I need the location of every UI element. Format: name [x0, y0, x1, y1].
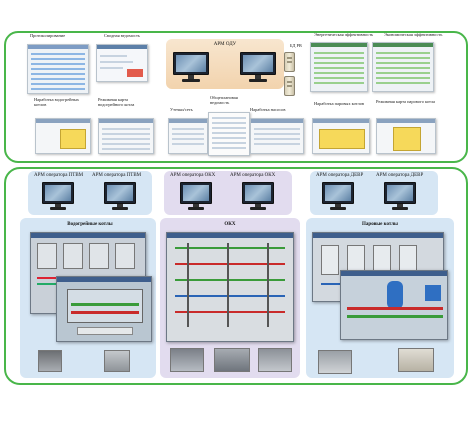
- arm-devr-label-1: АРМ оператора ДЕВР: [316, 173, 364, 178]
- arm-okx-label-1: АРМ оператора ОКХ: [170, 173, 216, 178]
- arm-okx-monitor-2[interactable]: [242, 182, 274, 210]
- thumb-label-energy: Энергетическая эффективность: [314, 32, 374, 37]
- steam-boilers-title: Паровые котлы: [362, 222, 398, 227]
- steam-photo-2: [398, 348, 434, 372]
- thumb-leaks[interactable]: [168, 118, 208, 154]
- okx-title: ОКХ: [224, 222, 236, 227]
- arm-odu-monitor-1[interactable]: [173, 52, 209, 82]
- thumb-label-hw-modemap: Режимная карта водогрейного котла: [98, 97, 135, 107]
- thumb-label-general: Общеплановая ведомость: [210, 95, 238, 105]
- arm-ptvm-monitor-2[interactable]: [104, 182, 136, 210]
- thumb-label-steam-modemap: Режимная карта парового котла: [376, 99, 435, 104]
- steam-scada-detail[interactable]: [340, 270, 448, 340]
- arm-devr-monitor-2[interactable]: [384, 182, 416, 210]
- thumb-label-hw-runtime: Наработка водогрейных котлов: [34, 97, 79, 107]
- steam-photo-1: [318, 350, 352, 374]
- arm-odu-label: АРМ ОДУ: [213, 42, 237, 47]
- thumb-summary[interactable]: [96, 44, 148, 82]
- hot-water-photo-2: [104, 350, 130, 372]
- arm-okx-monitor-1[interactable]: [180, 182, 212, 210]
- okx-photo-1: [170, 348, 204, 372]
- thumb-general[interactable]: [208, 112, 250, 156]
- thumb-label-economy: Экономическая эффективность: [384, 32, 443, 37]
- thumb-hw-runtime[interactable]: [35, 118, 91, 154]
- server-tower-2: [284, 76, 295, 96]
- server-tower-1: [284, 52, 295, 72]
- arm-devr-monitor-1[interactable]: [322, 182, 354, 210]
- thumb-energy[interactable]: [310, 42, 368, 92]
- thumb-hw-modemap[interactable]: [98, 118, 154, 154]
- thumb-economy[interactable]: [372, 42, 434, 92]
- thumb-pumps[interactable]: [250, 118, 304, 154]
- thumb-steam-runtime[interactable]: [312, 118, 370, 154]
- okx-photo-3: [258, 348, 292, 372]
- hot-water-scada-detail[interactable]: [56, 276, 152, 342]
- thumb-label-summary: Сводная ведомость: [104, 33, 140, 38]
- thumb-protocol[interactable]: [27, 44, 89, 94]
- arm-ptvm-monitor-1[interactable]: [42, 182, 74, 210]
- arm-ptvm-label-2: АРМ оператора ПТВМ: [92, 173, 142, 178]
- hot-water-boilers-title: Водогрейные котлы: [67, 222, 113, 227]
- thumb-label-protocol: Протоколирование: [30, 33, 66, 38]
- hot-water-photo-1: [38, 350, 62, 372]
- arm-devr-label-2: АРМ оператора ДЕВР: [376, 173, 424, 178]
- bottom-frame: [4, 167, 468, 385]
- thumb-label-steam-runtime: Наработка паровых котлов: [314, 101, 364, 106]
- arm-odu-monitor-2[interactable]: [240, 52, 276, 82]
- okx-photo-2: [214, 348, 250, 372]
- okx-scada-main[interactable]: [166, 232, 294, 342]
- thumb-label-pumps: Наработка насосов: [250, 107, 286, 112]
- arm-okx-label-2: АРМ оператора ОКХ: [230, 173, 276, 178]
- thumb-steam-modemap[interactable]: [376, 118, 436, 154]
- arm-ptvm-label-1: АРМ оператора ПТВМ: [34, 173, 84, 178]
- thumb-label-leaks: Утечки/сеть: [170, 107, 193, 112]
- server-label: БД РВ: [290, 43, 302, 48]
- top-frame: [4, 31, 468, 163]
